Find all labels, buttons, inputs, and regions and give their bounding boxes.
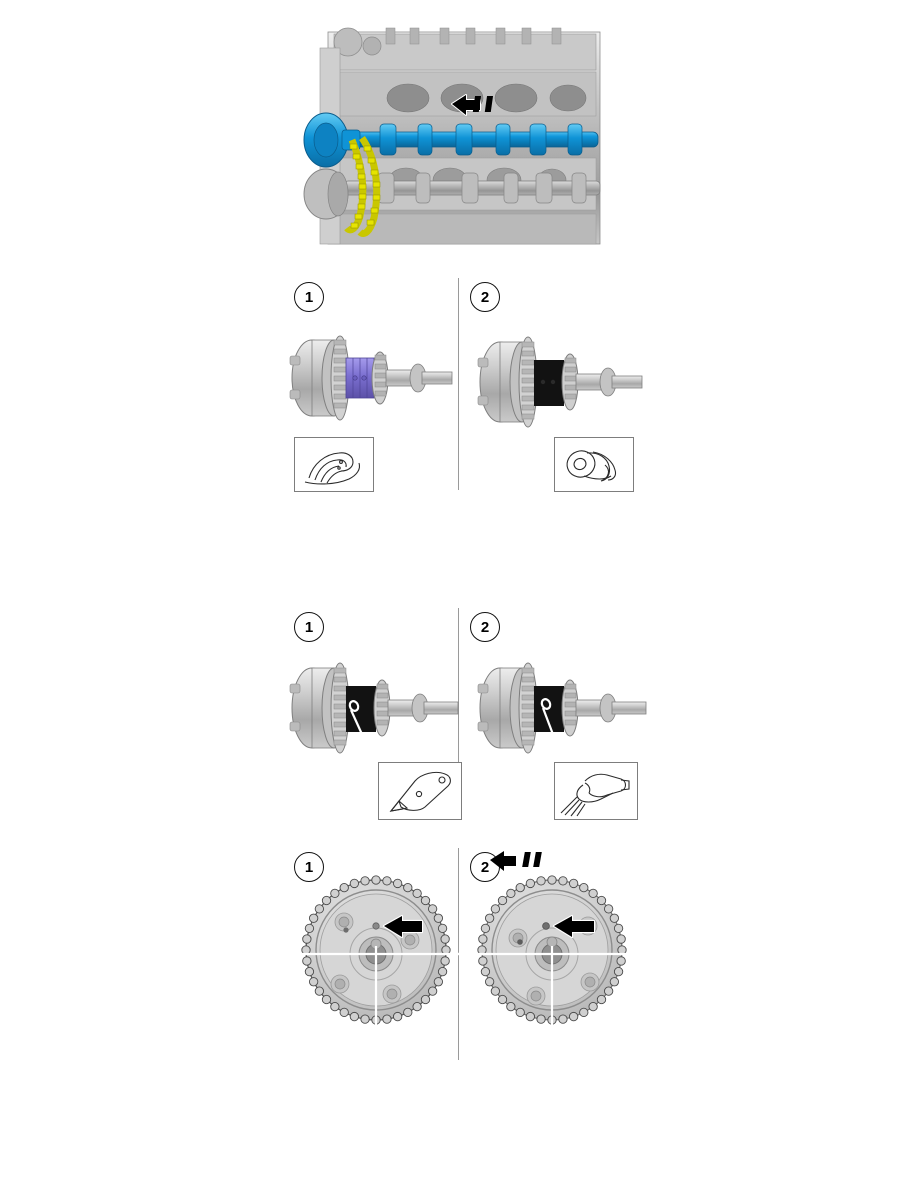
panel-badge-2a: 2 (470, 282, 500, 312)
timing-mark-arrow (382, 914, 424, 939)
panel-sprocket-mark-before (280, 868, 460, 1068)
tape-roll-icon (566, 450, 617, 482)
rotation-direction-arrow (490, 851, 542, 871)
inset-utility-knife (378, 762, 462, 820)
panel-badge-1b: 1 (294, 612, 324, 642)
hand-wiping-cloth-icon (304, 452, 361, 485)
panel-cut-seal-with-knife (282, 648, 459, 788)
direction-arrow (451, 94, 494, 116)
timing-chain-links (349, 143, 381, 229)
intake-camshaft-highlighted (303, 112, 599, 168)
panel-divider-group2 (458, 608, 459, 820)
timing-mark-dot (372, 922, 380, 930)
panel-sprocket-mark-after (452, 851, 646, 1068)
panel-spray-clean-seal (470, 648, 647, 788)
seal-highlight-purple (345, 357, 375, 399)
cylinder-head-camshaft-overview (290, 18, 640, 266)
panel-badge-2b: 2 (470, 612, 500, 642)
utility-knife-icon (389, 771, 451, 812)
hand-spray-can-icon (560, 773, 630, 817)
seal-dark (534, 360, 564, 406)
panel-apply-tape (470, 320, 643, 450)
leader-line-to-seal (348, 700, 382, 775)
inset-hand-spray-can (554, 762, 638, 820)
timing-mark-dot (542, 922, 550, 930)
panel-badge-1c: 1 (294, 852, 324, 882)
panel-clean-seal-area (282, 320, 454, 430)
panel-badge-1a: 1 (294, 282, 324, 312)
inset-hand-wiping-cloth (294, 437, 374, 492)
inset-tape-roll (554, 437, 634, 492)
timing-mark-arrow (552, 914, 596, 939)
panel-divider-group1 (458, 278, 459, 490)
exhaust-camshaft (303, 168, 601, 220)
